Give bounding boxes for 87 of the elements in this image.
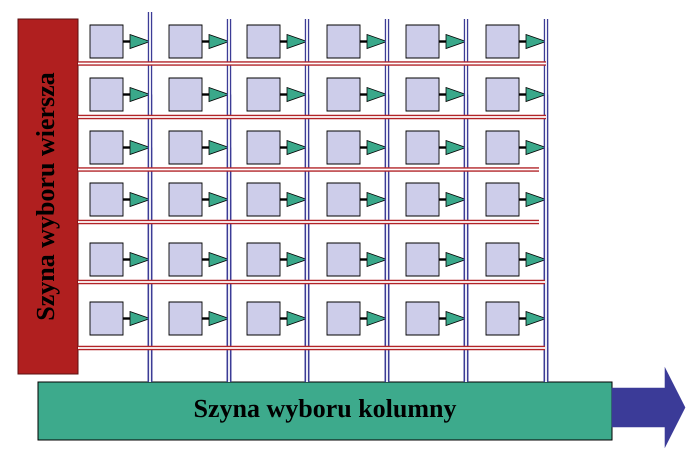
connector-line [360,258,367,261]
square-box [168,302,202,336]
connector-line [123,146,130,149]
connector-line [439,146,446,149]
connector-line [280,40,287,43]
bus-line [304,318,310,382]
connector-line [439,40,446,43]
connector-line [519,146,526,149]
square-box [486,182,520,216]
square-box [486,242,520,276]
square-box [168,78,202,112]
bus-bar: Szyna wyboru kolumny [38,382,612,440]
square-box [90,24,124,58]
bus-line [78,167,539,172]
square-box [168,24,202,58]
connector-line [123,198,130,201]
connector-line [280,258,287,261]
bus-line [78,220,539,224]
square-box [406,78,440,112]
bus-line [78,346,545,350]
bus-line [78,280,545,284]
connector-line [439,93,446,96]
connector-line [123,93,130,96]
square-box [406,24,440,58]
square-box [406,182,440,216]
connector-line [123,317,130,320]
bus-line [148,318,152,382]
connector-line [280,93,287,96]
square-box [486,78,520,112]
square-box [326,130,360,164]
connector-line [280,198,287,201]
connector-line [439,198,446,201]
square-box [406,130,440,164]
connector-line [519,93,526,96]
connector-line [123,40,130,43]
square-box [90,242,124,276]
square-box [486,130,520,164]
connector-line [360,93,367,96]
square-box [168,130,202,164]
square-box [326,182,360,216]
square-box [168,182,202,216]
connector-line [519,317,526,320]
square-box [486,302,520,336]
square-box [90,182,124,216]
connector-line [360,317,367,320]
square-box [246,24,280,58]
square-box [326,302,360,336]
square-box [90,302,124,336]
square-box [246,78,280,112]
square-box [168,242,202,276]
connector-line [202,317,209,320]
connector-line [439,258,446,261]
connector-line [123,258,130,261]
connector-line [360,146,367,149]
connector-line [280,146,287,149]
connector-line [519,198,526,201]
block-arrow [612,366,686,448]
connector-line [202,258,209,261]
connector-line [202,40,209,43]
square-box [326,242,360,276]
connector-line [519,40,526,43]
square-box [246,182,280,216]
square-box [90,130,124,164]
bus-line [78,61,546,66]
square-box [406,242,440,276]
connector-line [360,40,367,43]
connector-line [202,93,209,96]
bus-line [78,114,546,120]
connector-line [202,146,209,149]
square-box [406,302,440,336]
square-box [246,302,280,336]
connector-line [280,317,287,320]
bus-bar: Szyna wyboru wiersza [18,18,78,374]
connector-line [519,258,526,261]
square-box [326,24,360,58]
bus-line [464,318,468,382]
square-box [246,242,280,276]
square-box [90,78,124,112]
square-box [246,130,280,164]
connector-line [202,198,209,201]
bus-line [384,318,390,382]
connector-line [360,198,367,201]
connector-line [439,317,446,320]
square-box [326,78,360,112]
square-box [486,24,520,58]
bus-line [544,318,548,382]
bus-line [226,318,232,382]
